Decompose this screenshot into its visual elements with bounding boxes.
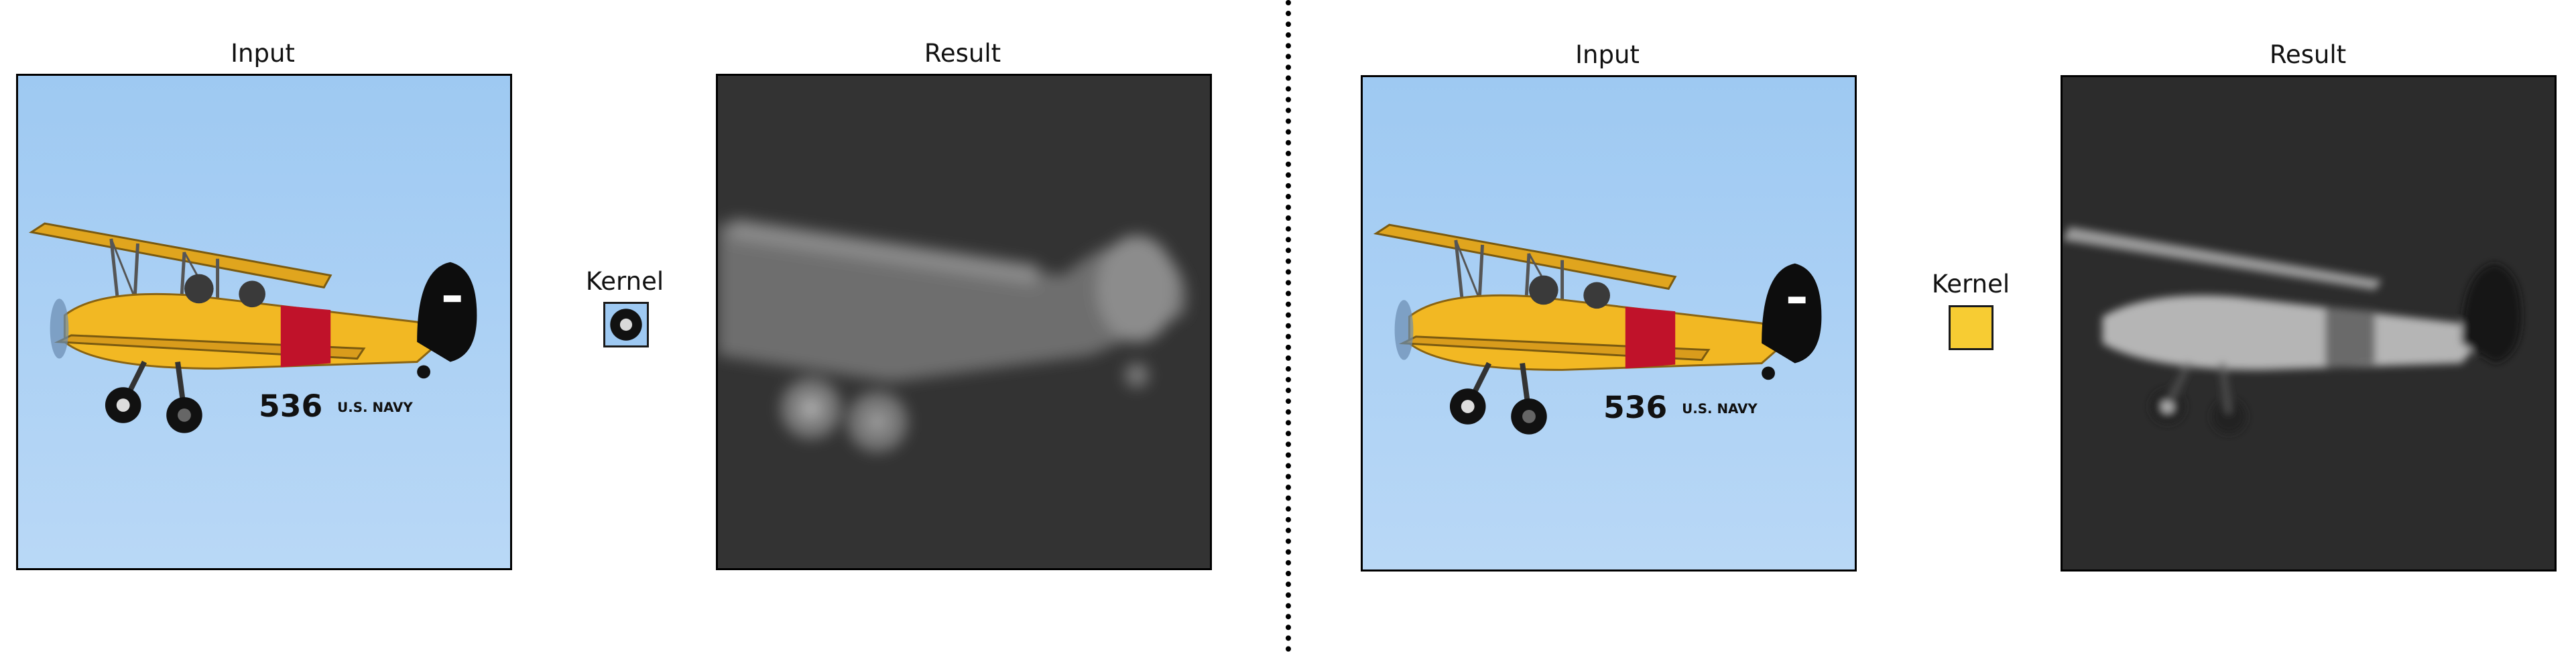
left-result-title: Result xyxy=(924,39,1001,68)
left-fuselage-number: 536 xyxy=(259,388,322,424)
left-result-image xyxy=(716,74,1212,570)
left-kernel-image xyxy=(603,302,649,347)
left-input-image: 536 U.S. NAVY xyxy=(16,74,512,570)
right-kernel-title: Kernel xyxy=(1931,270,2010,298)
right-result-image xyxy=(2061,75,2557,572)
right-input-image: 536 U.S. NAVY xyxy=(1361,75,1857,572)
left-input-title: Input xyxy=(231,39,295,68)
left-tail-text: U.S. NAVY xyxy=(337,400,413,415)
right-fuselage-number: 536 xyxy=(1603,390,1667,425)
panel-divider xyxy=(1286,0,1291,652)
wheel-icon xyxy=(605,304,647,345)
left-kernel-title: Kernel xyxy=(585,267,664,296)
right-tail-text: U.S. NAVY xyxy=(1682,401,1758,417)
right-result-title: Result xyxy=(2269,40,2347,69)
right-input-title: Input xyxy=(1575,40,1640,69)
right-kernel-image xyxy=(1949,305,1994,350)
